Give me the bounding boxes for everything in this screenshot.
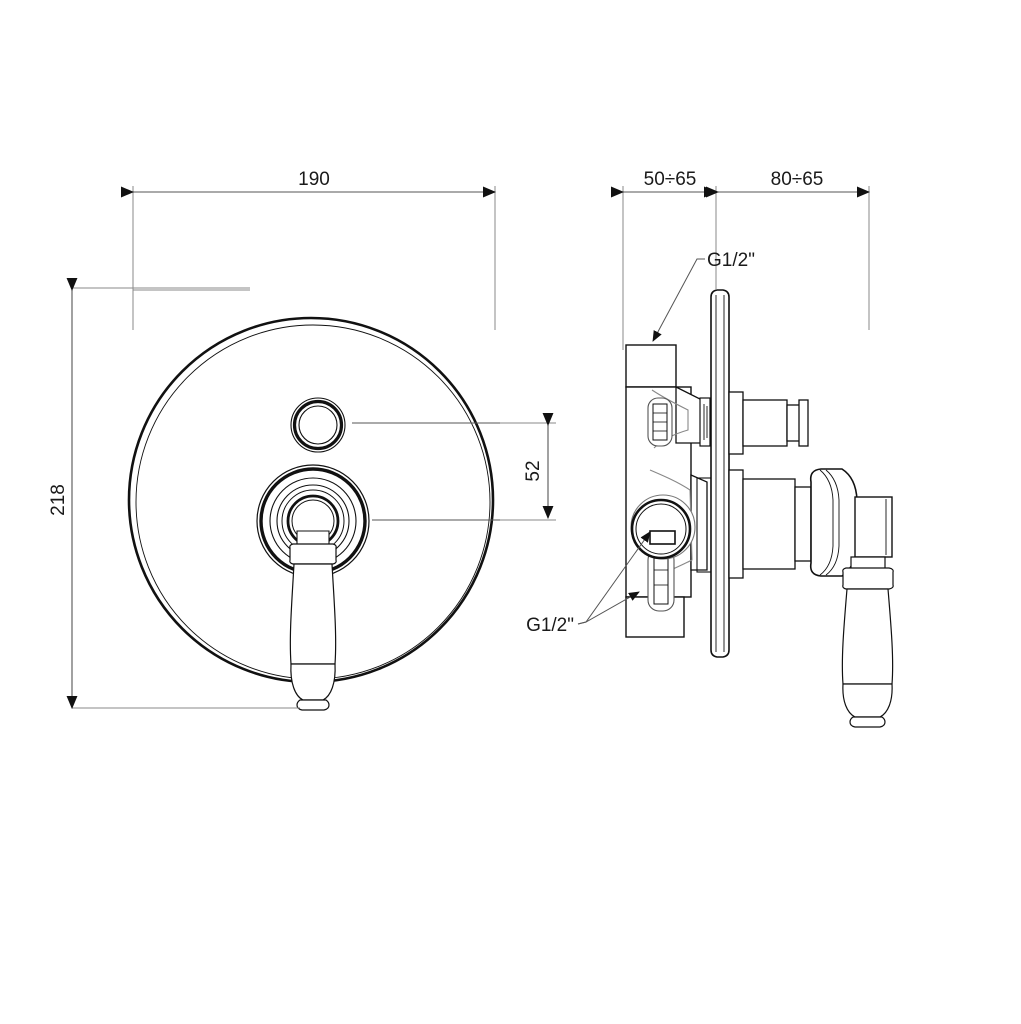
valve-handle-side xyxy=(728,468,894,728)
lower-port-thread xyxy=(653,555,669,605)
plate-profile xyxy=(710,289,730,658)
dimension-218: 218 xyxy=(48,277,300,710)
diverter-base-flange xyxy=(728,391,744,455)
lever-handle-front xyxy=(289,530,337,711)
diverter-cap-end xyxy=(798,399,809,447)
front-view xyxy=(127,316,495,711)
rosette-cover-side xyxy=(809,468,858,577)
escutcheon-plate-side xyxy=(710,289,730,658)
handle-body-side xyxy=(841,588,894,685)
rosette-cover-inner-line-2 xyxy=(825,469,840,576)
handle-collar-side xyxy=(842,567,894,590)
valve-rosette xyxy=(256,464,370,578)
handle-body xyxy=(289,563,337,665)
leader-line-bottom-b xyxy=(577,591,640,625)
thread-callout-top: G1/2" xyxy=(652,250,755,342)
valve-body-sleeve xyxy=(742,478,796,570)
dimension-50-65: 50÷65 xyxy=(610,169,718,350)
dimension-50-65-text: 50÷65 xyxy=(644,169,697,190)
dimension-218-text: 218 xyxy=(48,484,69,516)
rough-in-top-port-block xyxy=(625,344,677,388)
handle-bulb xyxy=(290,663,336,701)
dimension-190: 190 xyxy=(120,169,497,330)
control-port-circle xyxy=(630,494,696,560)
diverter-inner-bore xyxy=(298,405,338,445)
leader-line-top xyxy=(652,258,705,342)
dimension-190-text: 190 xyxy=(298,169,330,190)
rough-in-upper-boss xyxy=(675,385,703,444)
front-view-reference-lines xyxy=(133,289,500,521)
control-port-slot xyxy=(649,530,676,545)
valve-shoulder xyxy=(794,486,812,562)
upper-threaded-port xyxy=(647,397,673,447)
diverter-spindle-side xyxy=(728,391,809,455)
rosette-cover-inner-line xyxy=(819,469,834,576)
thread-callouts: G1/2" G1/2" xyxy=(526,250,755,636)
rough-in-upper-boss-face xyxy=(699,397,711,447)
thread-callout-bottom: G1/2" xyxy=(526,531,651,636)
handle-collar xyxy=(289,543,337,565)
dimension-52-text: 52 xyxy=(523,460,544,481)
lower-threaded-port xyxy=(647,548,675,612)
diverter-sleeve xyxy=(742,399,788,447)
control-port-bore xyxy=(635,503,687,555)
thread-callout-bottom-text: G1/2" xyxy=(526,615,574,636)
dimension-80-65: 80÷65 xyxy=(705,169,871,330)
rough-in-body xyxy=(625,344,712,638)
valve-base-flange xyxy=(728,469,744,579)
handle-foot xyxy=(296,699,330,711)
handle-foot-side xyxy=(849,716,886,728)
thread-callout-top-text: G1/2" xyxy=(707,250,755,271)
handle-bulb-side xyxy=(842,683,893,718)
diverter-button xyxy=(290,397,346,453)
dimension-80-65-text: 80÷65 xyxy=(771,169,824,190)
dimension-annotations: 190 218 52 50÷65 80÷65 xyxy=(48,169,871,710)
side-view xyxy=(625,289,894,728)
